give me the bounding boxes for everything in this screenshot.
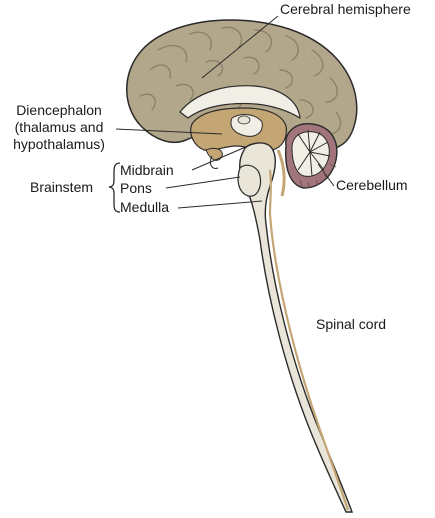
label-diencephalon-line3: hypothalamus) — [13, 136, 105, 152]
label-diencephalon-line1: Diencephalon — [16, 102, 102, 118]
cerebellum — [285, 123, 338, 189]
label-medulla: Medulla — [120, 199, 170, 215]
label-diencephalon-line2: (thalamus and — [14, 119, 104, 135]
leader-medulla — [177, 200, 263, 209]
pituitary — [209, 155, 219, 169]
pineal-detail — [237, 115, 251, 125]
leader-pons — [165, 176, 241, 189]
gyri-folds — [139, 26, 342, 135]
hypothalamus-detail — [205, 147, 223, 161]
brainstem-brace — [108, 162, 121, 213]
fourth-ventricle — [276, 149, 286, 197]
label-spinal-cord: Spinal cord — [316, 316, 387, 332]
label-diencephalon: Diencephalon (thalamus and hypothalamus) — [2, 102, 116, 153]
label-pons: Pons — [120, 180, 152, 196]
central-canal — [268, 169, 350, 511]
label-cerebellum: Cerebellum — [336, 177, 408, 193]
leader-lines — [115, 15, 335, 209]
leader-cerebellum — [317, 163, 335, 187]
pons — [237, 164, 262, 197]
corpus-callosum — [179, 85, 301, 120]
leader-diencephalon — [115, 128, 223, 135]
leader-midbrain — [191, 145, 249, 171]
label-brainstem: Brainstem — [30, 179, 94, 195]
label-midbrain: Midbrain — [120, 162, 174, 178]
label-cerebral-hemisphere: Cerebral hemisphere — [280, 1, 411, 17]
leader-cerebral-hemisphere — [201, 15, 279, 79]
